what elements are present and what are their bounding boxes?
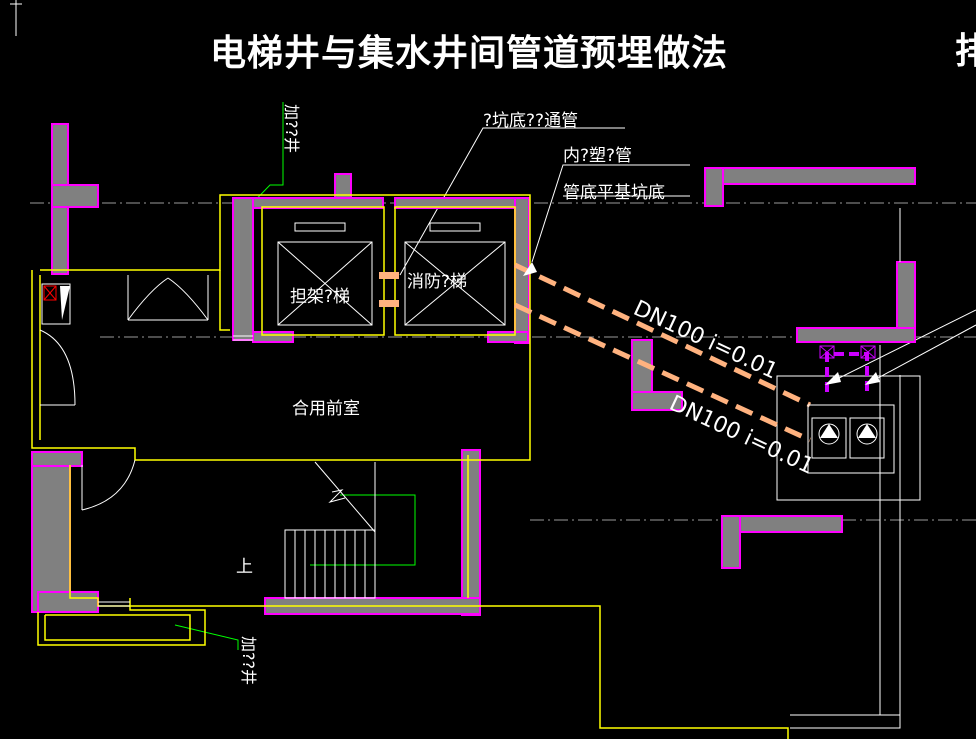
- corner-mark: [10, 0, 22, 36]
- embedded-pipes: [513, 262, 812, 443]
- label-fire-elevator: 消防?梯: [407, 272, 468, 292]
- leader-arrows: [523, 262, 880, 385]
- sump-pumps: [807, 345, 895, 474]
- doors-and-partitions: [39, 208, 921, 729]
- hydrant-box: [41, 283, 71, 325]
- leader-lines: [399, 127, 976, 386]
- label-pipe-bottom: 管底平基坑底: [563, 183, 665, 203]
- label-pit-pipe: ?坑底??通管: [483, 111, 579, 131]
- elevator-connectors: [379, 272, 399, 307]
- axis-lines: [30, 202, 976, 521]
- yellow-outlines: [31, 194, 789, 739]
- label-inner-pipe: 内?塑?管: [563, 146, 633, 166]
- label-shared-lobby: 合用前室: [292, 399, 360, 419]
- label-pressurization-well-top: 加??井: [282, 104, 301, 153]
- label-stair-up: 上: [236, 557, 253, 577]
- drawing-title-cutoff: 排: [955, 31, 976, 72]
- drawing-title: 电梯井与集水井间管道预埋做法: [210, 33, 729, 74]
- label-stretcher-elevator: 担架?梯: [290, 287, 351, 307]
- walls: [31, 123, 916, 616]
- label-pressurization-well-bottom: 加??井: [239, 636, 258, 685]
